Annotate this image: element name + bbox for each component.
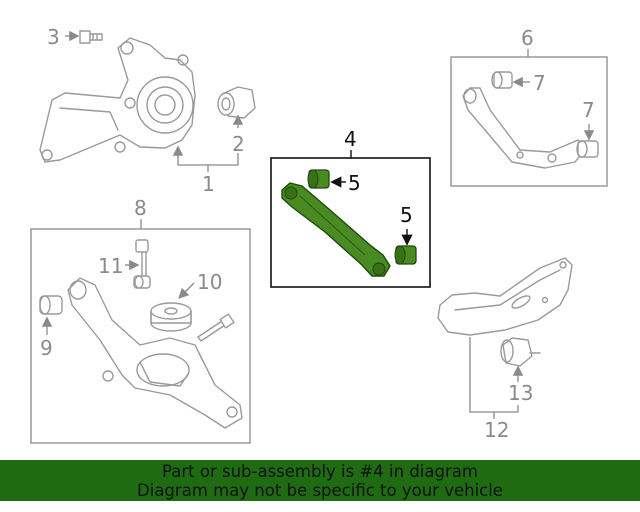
bushing-part-13[interactable] (500, 337, 541, 367)
callout-1[interactable]: 1 (202, 172, 215, 196)
callout-13[interactable]: 13 (508, 381, 533, 405)
bushing-part-7a[interactable] (491, 71, 513, 89)
upper-arm-part-6[interactable] (462, 87, 586, 169)
callout-11[interactable]: 11 (98, 254, 123, 278)
leader-1 (177, 148, 239, 166)
callout-7a[interactable]: 7 (533, 71, 546, 95)
callout-5a[interactable]: 5 (348, 171, 361, 195)
lower-arm-part-8[interactable] (67, 277, 243, 429)
callout-6[interactable]: 6 (521, 26, 534, 50)
callout-9[interactable]: 9 (40, 336, 53, 360)
end-link-part-11[interactable] (133, 239, 151, 289)
callout-5b[interactable]: 5 (400, 203, 413, 227)
callout-2[interactable]: 2 (232, 132, 245, 156)
bushing-part-7b[interactable] (576, 140, 599, 158)
bushing-part-5b[interactable] (394, 245, 417, 265)
bolt-part-3[interactable] (79, 30, 103, 44)
callout-4[interactable]: 4 (344, 127, 357, 151)
callout-12[interactable]: 12 (484, 418, 509, 442)
callout-10[interactable]: 10 (197, 270, 222, 294)
mount-part-10[interactable] (150, 302, 235, 342)
knuckle-part-1[interactable] (39, 37, 196, 163)
bushing-part-2[interactable] (217, 86, 256, 119)
leader-10 (178, 282, 195, 299)
callout-7b[interactable]: 7 (582, 98, 595, 122)
trailing-arm-part-12[interactable] (437, 257, 573, 336)
bushing-part-5a[interactable] (307, 169, 330, 189)
callout-8[interactable]: 8 (134, 196, 147, 220)
knuckle-assembly[interactable] (39, 30, 256, 172)
callout-3[interactable]: 3 (47, 25, 60, 49)
banner-line-2: Diagram may not be specific to your vehi… (137, 481, 503, 500)
bushing-part-9[interactable] (39, 295, 63, 315)
parts-diagram: 3 2 1 6 7 7 4 5 5 8 (30, 25, 608, 444)
banner-line-1: Part or sub-assembly is #4 in diagram (162, 462, 478, 481)
lateral-link-part-4[interactable] (281, 182, 391, 277)
info-banner: Part or sub-assembly is #4 in diagram Di… (0, 460, 640, 501)
part-box-6 (450, 56, 608, 187)
